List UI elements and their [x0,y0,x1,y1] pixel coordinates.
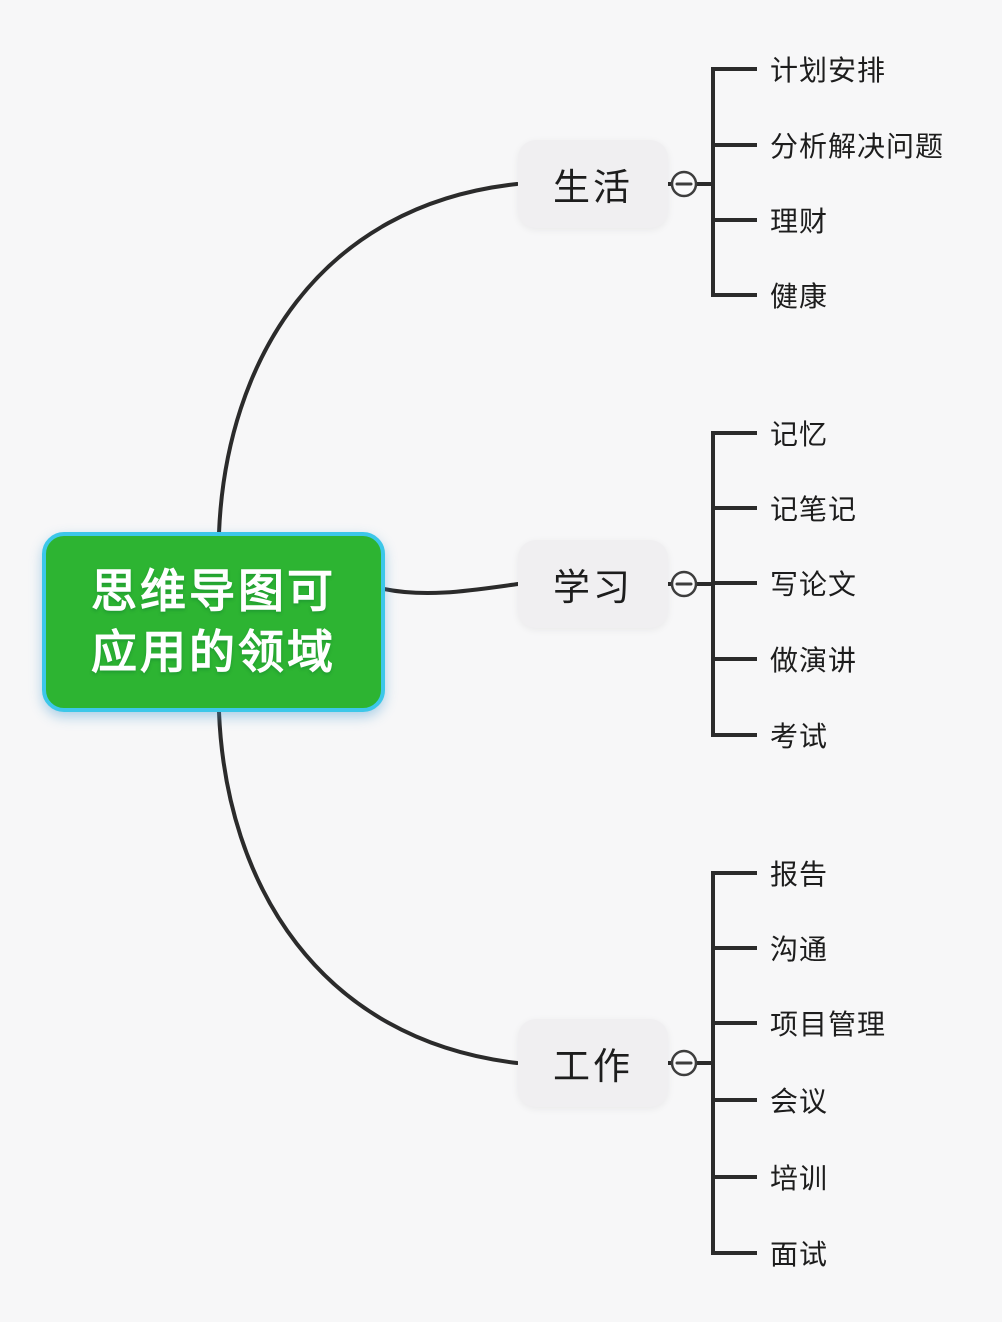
curve-root-to-branch [217,182,519,535]
leaf-node[interactable]: 写论文 [770,569,858,600]
branch-tree-lines [711,67,757,297]
branch-node[interactable]: 工作 [518,1019,668,1107]
leaf-node[interactable]: 报告 [770,859,829,890]
collapse-minus-icon[interactable] [670,170,698,198]
leaf-node[interactable]: 记笔记 [770,494,858,525]
leaf-node[interactable]: 会议 [770,1086,829,1117]
branch-node[interactable]: 学习 [518,540,668,628]
leaf-node[interactable]: 培训 [770,1163,829,1194]
root-node[interactable]: 思维导图可 应用的领域 [42,532,385,712]
leaf-node[interactable]: 健康 [770,281,829,312]
branch-label: 工作 [553,1046,633,1087]
curve-root-to-branch [217,710,519,1065]
collapse-minus-icon[interactable] [670,570,698,598]
leaf-node[interactable]: 理财 [770,206,829,237]
root-title-line-1: 思维导图可 [91,565,336,618]
branch-label: 学习 [553,567,633,608]
branch-tree-lines [711,871,757,1255]
leaf-node[interactable]: 项目管理 [770,1009,887,1040]
root-title-line-2: 应用的领域 [91,626,336,678]
leaf-node[interactable]: 沟通 [770,934,829,965]
leaf-node[interactable]: 做演讲 [770,645,858,676]
branch-label: 生活 [553,167,633,208]
branch-node[interactable]: 生活 [518,140,668,228]
curve-root-to-branch [382,582,520,596]
leaf-node[interactable]: 计划安排 [770,55,887,86]
leaf-node[interactable]: 分析解决问题 [770,131,945,162]
branch-tree-lines [711,431,757,737]
leaf-node[interactable]: 面试 [770,1239,829,1270]
collapse-minus-icon[interactable] [670,1049,698,1077]
leaf-node[interactable]: 考试 [770,721,829,752]
leaf-node[interactable]: 记忆 [770,419,829,450]
